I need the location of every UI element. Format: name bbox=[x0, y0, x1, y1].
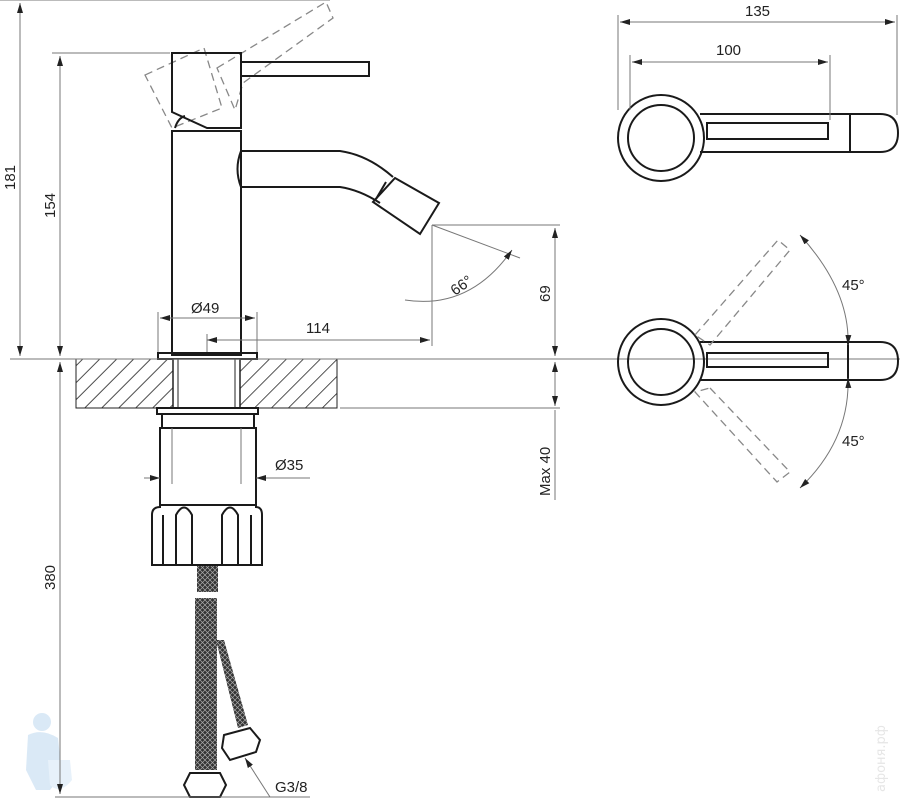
dim-rotation-left: 45° bbox=[842, 277, 865, 294]
dim-total-height: 181 bbox=[2, 165, 19, 190]
hose-secondary bbox=[216, 640, 248, 728]
dim-rotation-right: 45° bbox=[842, 433, 865, 450]
hose-upper bbox=[197, 566, 218, 592]
handle-block bbox=[171, 52, 242, 129]
dim-body-height: 154 bbox=[42, 193, 59, 218]
dim-max-thickness: Max 40 bbox=[537, 447, 554, 496]
dim-shank-diameter: Ø35 bbox=[275, 457, 303, 474]
dim-lever-length: 100 bbox=[716, 42, 741, 59]
connector-nut-2 bbox=[220, 726, 262, 762]
hose-main bbox=[195, 598, 217, 770]
dim-hose-length: 380 bbox=[42, 565, 59, 590]
fixing-nut bbox=[151, 504, 263, 566]
dim-spout-reach: 114 bbox=[306, 320, 330, 337]
dim-top-width: 135 bbox=[745, 3, 770, 20]
dim-spout-angle: 66° bbox=[448, 272, 476, 299]
nozzle bbox=[371, 176, 441, 236]
connector-nut bbox=[182, 772, 228, 798]
top-view bbox=[617, 15, 900, 182]
dim-spout-height: 69 bbox=[537, 285, 554, 302]
shank bbox=[159, 427, 257, 506]
lever-raised-outline bbox=[144, 1, 334, 129]
faucet-side-view bbox=[75, 1, 441, 798]
dim-connector-thread: G3/8 bbox=[275, 779, 308, 796]
watermark: афоня.рф bbox=[874, 725, 889, 792]
plumber-logo bbox=[26, 713, 72, 790]
rotation-view bbox=[617, 234, 900, 489]
dim-base-diameter: Ø49 bbox=[191, 300, 219, 317]
lever bbox=[240, 61, 370, 77]
faucet-body bbox=[171, 130, 242, 356]
spout bbox=[236, 150, 394, 204]
